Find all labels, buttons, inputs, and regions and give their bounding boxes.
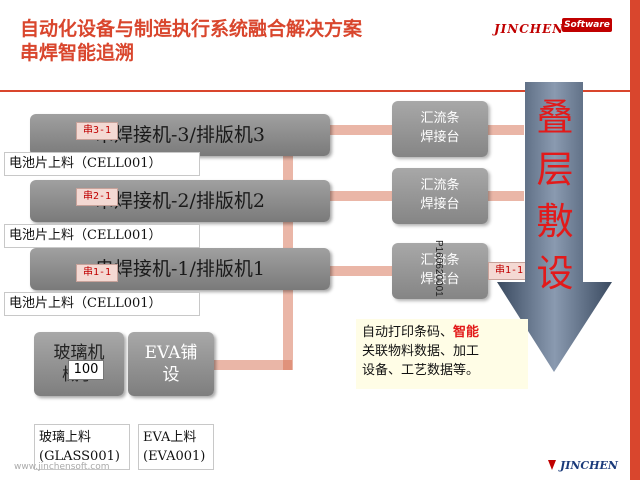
busbar-station-1: 汇流条 焊接台: [392, 243, 488, 299]
right-accent-bar: [630, 0, 640, 480]
stringer-machine-3: 串焊接机-3/排版机3: [30, 114, 330, 156]
eva-feed-label: EVA上料 (EVA001): [138, 424, 214, 470]
station-label-line1: 汇流条: [420, 111, 460, 126]
connector-vertical: [283, 125, 293, 370]
glass-counter: 100: [68, 360, 104, 380]
station-label-line1: 汇流条: [420, 253, 460, 268]
page-title: 自动化设备与制造执行系统融合解决方案: [20, 18, 363, 40]
info-highlight: 智能: [453, 325, 480, 340]
brand-logo: JINCHEN Software: [494, 18, 612, 38]
logo-text: JINCHEN: [494, 22, 565, 36]
glass-feed-label: 玻璃上料 (GLASS001): [34, 424, 130, 470]
cell-feed-label-1: 电池片上料（CELL001）: [4, 292, 200, 316]
footer-logo: JINCHEN: [548, 459, 619, 472]
station-label-line2: 焊接台: [420, 272, 460, 287]
title-divider: [0, 90, 640, 92]
info-line2: 关联物料数据、加工: [362, 344, 480, 359]
connector-bottom: [214, 360, 292, 370]
footer-url: www.jinchensoft.com: [14, 462, 110, 472]
string-tag-3: 串3-1: [76, 122, 118, 140]
info-note: 自动打印条码、智能 关联物料数据、加工 设备、工艺数据等。: [356, 319, 528, 389]
eva-feed-line2: (EVA001): [143, 449, 206, 464]
station-label-line1: 汇流条: [420, 178, 460, 193]
glass-feed-line1: 玻璃上料: [39, 430, 92, 445]
serial-number: P160620001: [433, 240, 444, 297]
logo-badge: Software: [562, 18, 612, 32]
page-subtitle: 串焊智能追溯: [20, 42, 135, 64]
eva-layer-machine: EVA铺 设: [128, 332, 214, 396]
layup-label: 叠层敷设: [536, 96, 574, 295]
busbar-station-3: 汇流条 焊接台: [392, 101, 488, 157]
cell-feed-label-2: 电池片上料（CELL001）: [4, 224, 200, 248]
eva-feed-line1: EVA上料: [143, 430, 197, 445]
serial-text: P160620001: [433, 240, 444, 297]
logo-mark-icon: [548, 460, 556, 470]
stringer-machine-2: 串焊接机-2/排版机2: [30, 180, 330, 222]
busbar-station-2: 汇流条 焊接台: [392, 168, 488, 224]
info-line1: 自动打印条码、智能: [362, 325, 480, 340]
footer-logo-text: JINCHEN: [558, 459, 619, 472]
cell-feed-label-3: 电池片上料（CELL001）: [4, 152, 200, 176]
string-tag-1: 串1-1: [76, 264, 118, 282]
glass-feed-line2: (GLASS001): [39, 449, 120, 464]
eva-machine-line2: 设: [162, 365, 180, 385]
eva-machine-line1: EVA铺: [144, 343, 198, 363]
station-label-line2: 焊接台: [420, 130, 460, 145]
stringer-machine-1: 串焊接机-1/排版机1: [30, 248, 330, 290]
info-line3: 设备、工艺数据等。: [362, 363, 480, 378]
station-label-line2: 焊接台: [420, 197, 460, 212]
layup-down-arrow: [497, 82, 612, 372]
string-tag-2: 串2-1: [76, 188, 118, 206]
glass-robot-line1: 玻璃机: [53, 343, 105, 363]
